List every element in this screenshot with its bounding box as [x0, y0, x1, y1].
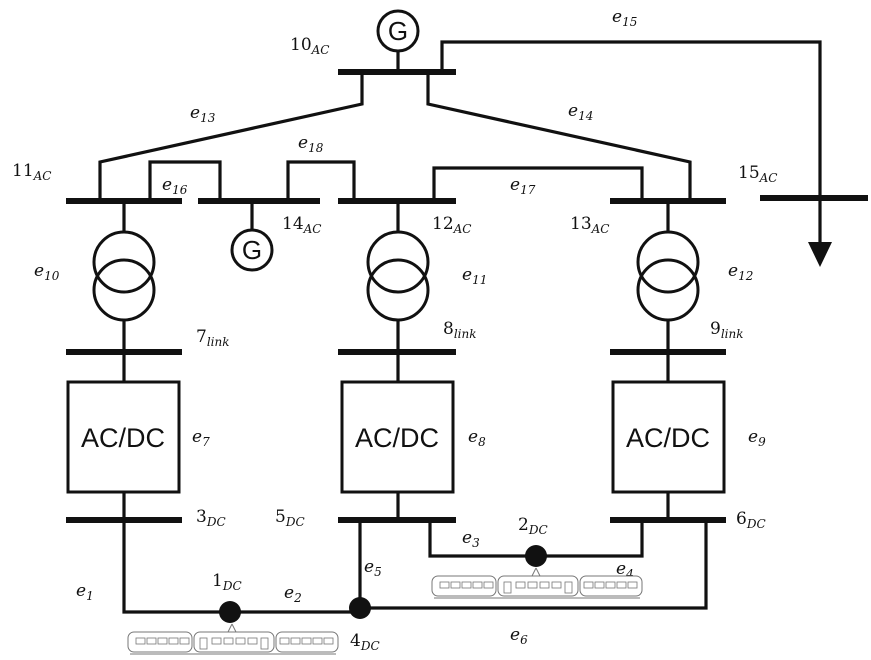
transformer-e12-upper-icon [636, 230, 700, 294]
bus-10-label: 10AC [290, 35, 330, 57]
generator-10-label: G [388, 16, 408, 46]
edge-e16-label: e16 [162, 175, 188, 197]
edge-e4-label: e4 [616, 559, 634, 581]
bus-9-label: 9link [710, 319, 744, 341]
node-1-label: 1DC [212, 571, 242, 593]
generator-14-icon [230, 228, 274, 272]
line-e14 [426, 72, 692, 198]
edge-e18-label: e18 [298, 133, 324, 155]
bus-7-label: 7link [196, 327, 230, 349]
generator-10-icon [376, 9, 420, 53]
line-e6 [360, 520, 708, 610]
edge-e11-label: e11 [462, 265, 487, 287]
edge-e6-label: e6 [510, 625, 528, 647]
bus-12-label: 12AC [432, 214, 472, 236]
bus-11-label: 11AC [12, 161, 52, 183]
line-e13 [98, 72, 364, 198]
line-e1-e2 [122, 520, 360, 614]
transformer-e12-lower-icon [636, 258, 700, 322]
transformer-e10-lower-icon [92, 258, 156, 322]
node-2-label: 2DC [518, 515, 548, 537]
node-4 [349, 597, 371, 619]
edge-e2-label: e2 [284, 583, 302, 605]
line-e18 [286, 160, 356, 201]
line-e16 [148, 160, 222, 201]
edge-e9-label: e9 [748, 427, 766, 449]
edge-e1-label: e1 [76, 581, 94, 603]
edge-e17-label: e17 [510, 175, 536, 197]
converter-e8-label: AC/DC [355, 423, 439, 453]
edge-e5-label: e5 [364, 557, 382, 579]
converter-e9-label: AC/DC [626, 423, 710, 453]
edge-e13-label: e13 [190, 103, 216, 125]
edge-e14-label: e14 [568, 101, 593, 123]
edge-e7-label: e7 [192, 427, 210, 449]
node-1 [219, 601, 241, 623]
node-2 [525, 545, 547, 567]
bus-3-label: 3DC [196, 507, 226, 529]
bus-14-label: 14AC [282, 214, 322, 236]
train-icon [431, 567, 643, 599]
load-arrow-icon [808, 242, 832, 267]
edge-e8-label: e8 [468, 427, 486, 449]
converter-e7-label: AC/DC [81, 423, 165, 453]
transformer-e11-lower-icon [366, 258, 430, 322]
train-icon [127, 623, 339, 655]
generator-14-label: G [242, 235, 262, 265]
transformer-e11-upper-icon [366, 230, 430, 294]
bus-8-label: 8link [443, 319, 477, 341]
converter-e9-box [611, 380, 726, 494]
line-e17 [432, 166, 644, 201]
edge-e15-label: e15 [612, 7, 637, 29]
transformer-e10-upper-icon [92, 230, 156, 294]
bus-13-label: 13AC [570, 214, 610, 236]
line-e15 [440, 40, 822, 245]
bus-15-label: 15AC [738, 163, 778, 185]
bus-5-label: 5DC [275, 507, 305, 529]
edge-e12-label: e12 [728, 261, 753, 283]
node-4-label: 4DC [350, 631, 380, 653]
edge-e3-label: e3 [462, 528, 480, 550]
edge-e10-label: e10 [34, 261, 60, 283]
bus-6-label: 6DC [736, 509, 766, 531]
